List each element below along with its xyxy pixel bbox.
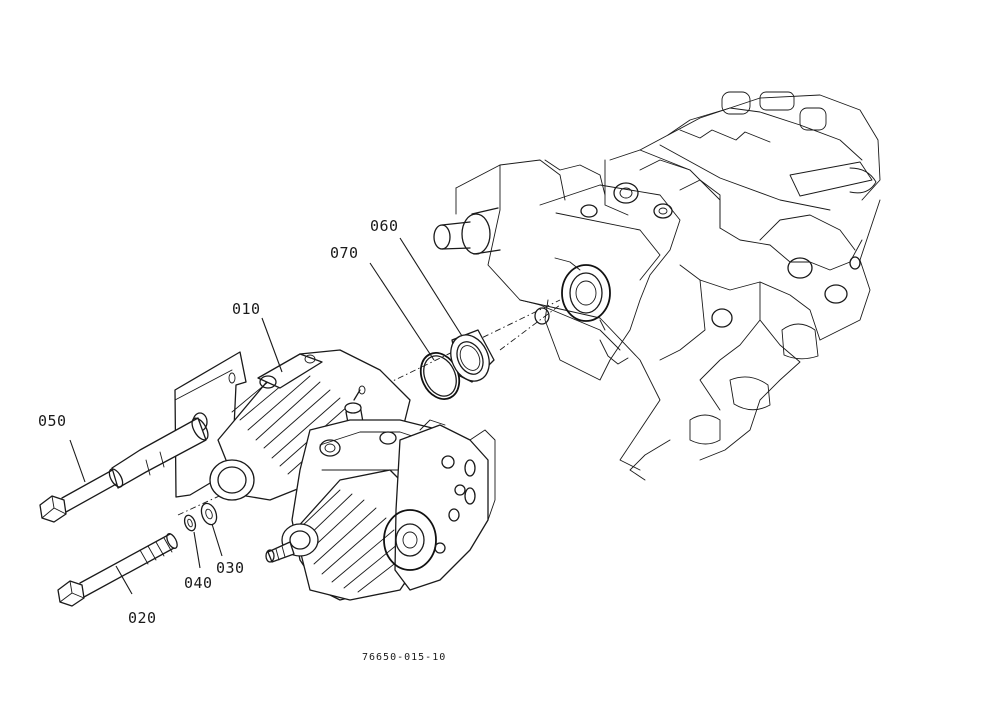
- drawing-code: 76650-015-10: [362, 652, 446, 663]
- label-050: 050: [38, 412, 67, 430]
- label-020: 020: [128, 609, 157, 627]
- transmission-housing-outline: [433, 91, 881, 481]
- label-060: 060: [370, 217, 399, 235]
- part-labels: 010 050 020 040 030 070 060: [38, 217, 399, 627]
- seal-060: [450, 329, 495, 383]
- pump-assembly-010: [108, 349, 496, 601]
- label-040: 040: [184, 574, 213, 592]
- washer-030: [200, 502, 218, 526]
- label-030: 030: [216, 559, 245, 577]
- washer-040: [183, 514, 197, 532]
- label-070: 070: [330, 244, 359, 262]
- label-010: 010: [232, 300, 261, 318]
- bolt-020: [57, 533, 178, 607]
- leader-lines: [69, 237, 463, 595]
